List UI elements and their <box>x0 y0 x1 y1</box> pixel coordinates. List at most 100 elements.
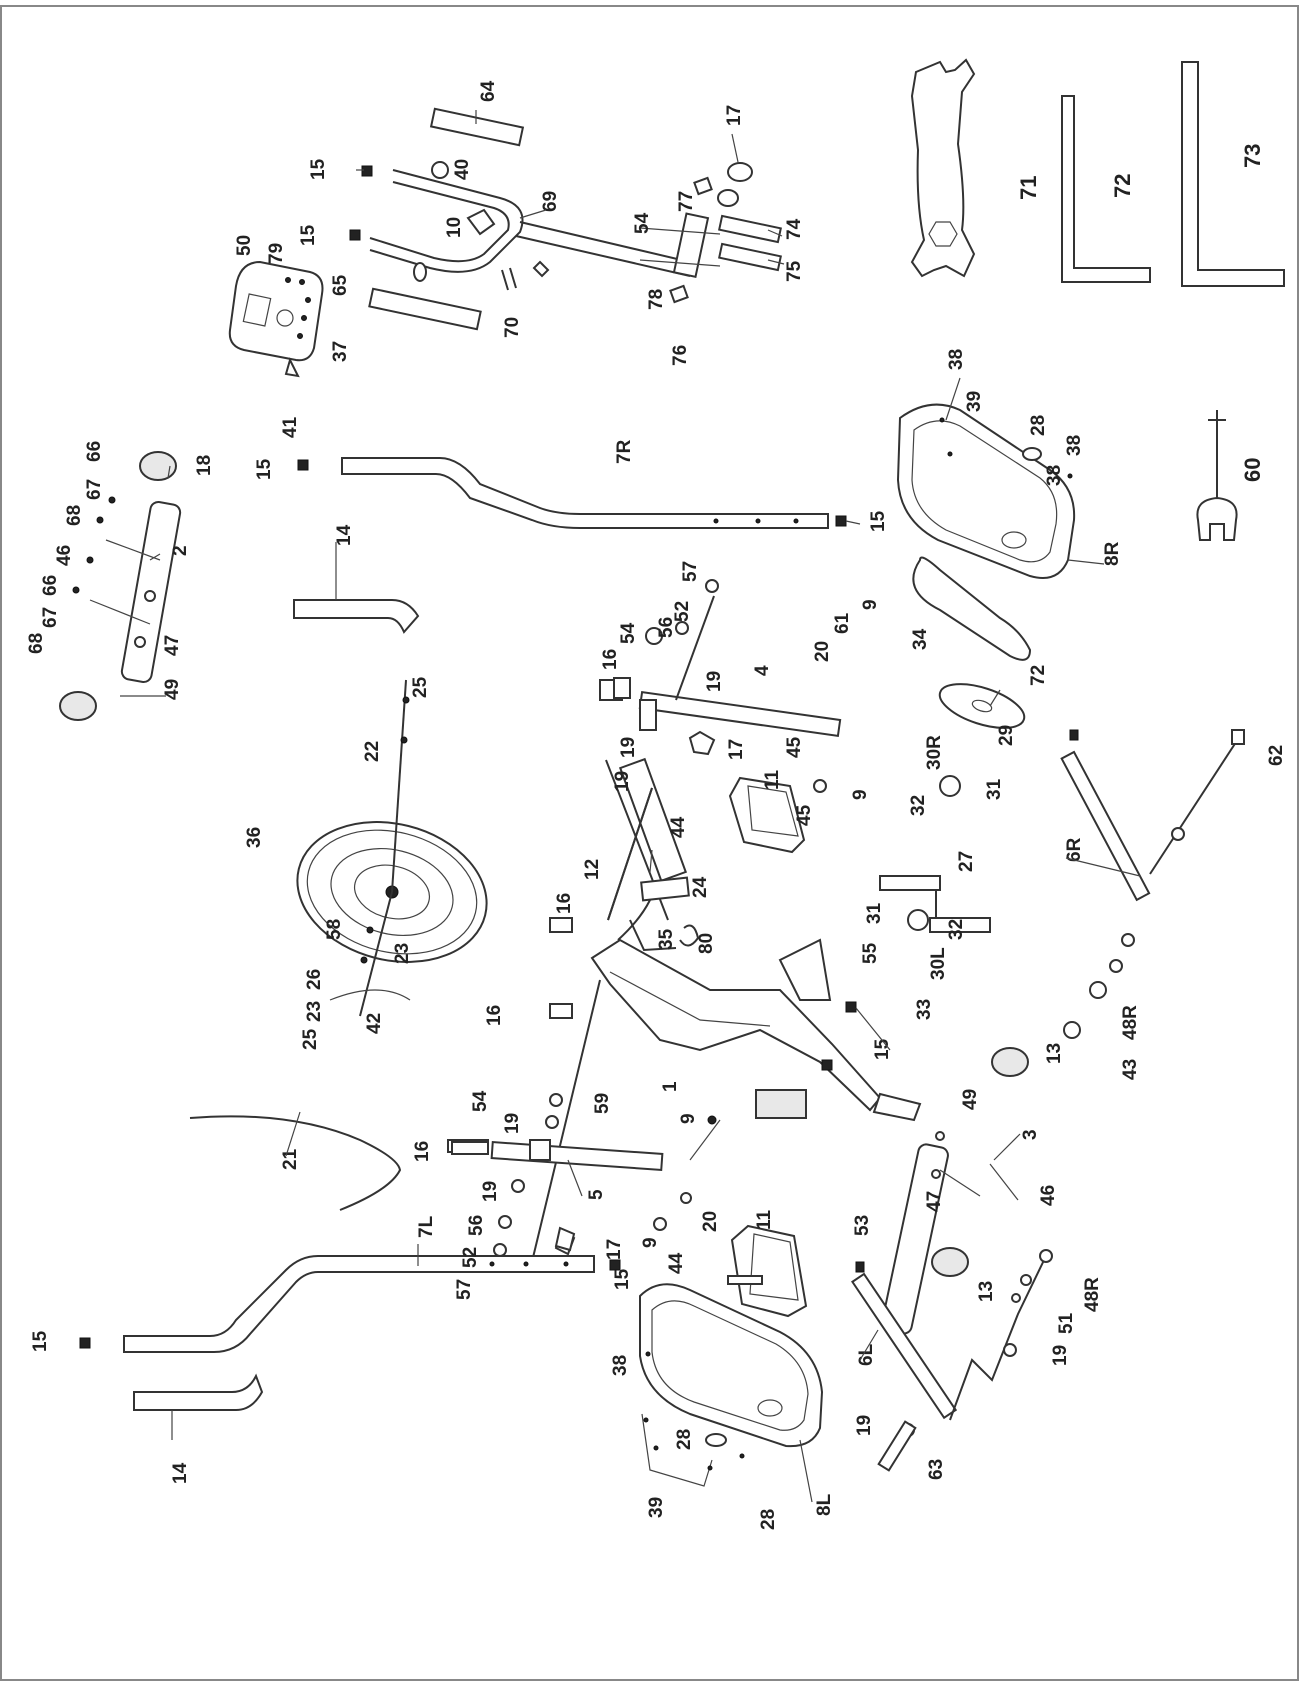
part-label: 32 <box>946 919 967 940</box>
part-label: 15 <box>872 1038 893 1060</box>
part-label: 20 <box>812 641 833 662</box>
part-label: 39 <box>646 1497 667 1518</box>
main-frame <box>529 757 922 1271</box>
part-label: 36 <box>244 827 265 848</box>
part-label: 41 <box>280 416 301 438</box>
leader-lines <box>149 110 1141 1503</box>
part-label: 16 <box>484 1005 505 1026</box>
part-label: 3 <box>1020 1129 1041 1140</box>
part-label: 55 <box>860 942 881 964</box>
grip-lower <box>133 1373 264 1411</box>
part-label: 66 <box>40 575 61 596</box>
part-label: 72 <box>1028 665 1049 686</box>
part-label: 18 <box>194 455 215 476</box>
part-label: 65 <box>330 274 351 296</box>
part-label: 45 <box>794 804 815 826</box>
part-label: 17 <box>604 1239 625 1260</box>
part-label: 27 <box>956 851 977 872</box>
crank <box>879 775 991 933</box>
part-label: 20 <box>700 1211 721 1232</box>
part-label: 37 <box>330 341 351 362</box>
part-label: 76 <box>670 345 691 366</box>
part-label: 52 <box>460 1247 481 1268</box>
part-label: 46 <box>54 545 75 566</box>
part-label: 11 <box>762 769 783 790</box>
part-label: 51 <box>1056 1312 1077 1334</box>
part-label: 16 <box>412 1141 433 1162</box>
page-border <box>0 5 1299 1681</box>
part-labels: 15 40 64 17 15 10 69 54 77 74 75 78 76 7… <box>26 80 1287 1530</box>
part-label: 75 <box>784 260 805 282</box>
part-label: 54 <box>632 212 653 234</box>
upper-link-4 <box>599 579 842 737</box>
curved-cover <box>189 1115 402 1211</box>
part-label: 8L <box>814 1493 835 1516</box>
part-label: 42 <box>364 1013 385 1034</box>
part-label: 14 <box>170 1462 191 1484</box>
part-label: 57 <box>454 1279 475 1300</box>
part-label: 9 <box>678 1113 699 1124</box>
part-label: 15 <box>30 1330 51 1352</box>
part-label: 10 <box>444 217 465 238</box>
part-label: 45 <box>784 736 805 758</box>
handlebar-assembly <box>349 107 782 331</box>
part-label: 16 <box>554 893 575 914</box>
part-label: 54 <box>470 1090 491 1112</box>
part-label: 56 <box>656 617 677 638</box>
lower-arm-left <box>851 1249 1053 1472</box>
part-label: 17 <box>724 105 745 126</box>
part-label: 6L <box>856 1343 877 1366</box>
part-label: 44 <box>668 816 689 838</box>
part-label: 79 <box>266 243 287 264</box>
part-label: 13 <box>1044 1043 1065 1064</box>
part-label: 54 <box>618 622 639 644</box>
part-label: 70 <box>502 317 523 338</box>
part-label: 25 <box>300 1028 321 1050</box>
part-label: 33 <box>914 999 935 1020</box>
part-label: 78 <box>646 289 667 310</box>
part-label: 9 <box>850 789 871 800</box>
part-label: 68 <box>26 633 47 654</box>
part-label: 4 <box>752 665 773 676</box>
hardware <box>451 677 857 1252</box>
part-label: 48R <box>1082 1277 1103 1312</box>
part-label: 8R <box>1102 541 1123 566</box>
part-label: 12 <box>582 859 603 880</box>
part-label: 43 <box>1120 1059 1141 1080</box>
part-label: 31 <box>864 902 885 924</box>
part-label: 19 <box>704 671 725 692</box>
part-label: 69 <box>540 191 561 212</box>
part-label: 23 <box>392 943 413 964</box>
part-label: 46 <box>1038 1185 1059 1206</box>
part-label: 15 <box>254 458 275 480</box>
part-label: 31 <box>984 778 1005 800</box>
tools <box>910 58 1285 541</box>
part-label: 9 <box>860 599 881 610</box>
part-label: 50 <box>234 235 255 256</box>
upper-arm-right <box>297 457 847 529</box>
part-label: 61 <box>832 612 853 634</box>
part-label: 6R <box>1064 837 1085 862</box>
part-label: 34 <box>910 628 931 650</box>
grip-upper <box>293 599 420 634</box>
part-label: 30L <box>928 947 949 980</box>
part-label: 47 <box>162 635 183 656</box>
part-label: 16 <box>600 649 621 670</box>
part-label: 9 <box>640 1237 661 1248</box>
part-label: 53 <box>852 1215 873 1236</box>
part-label: 74 <box>784 218 805 240</box>
part-label: 66 <box>84 441 105 462</box>
console-display <box>228 260 324 378</box>
part-label: 72 <box>1110 174 1135 198</box>
part-label: 60 <box>1240 458 1265 482</box>
lower-arm-right <box>1060 729 1245 999</box>
part-label: 15 <box>308 158 329 180</box>
part-label: 38 <box>946 349 967 370</box>
part-label: 73 <box>1240 144 1265 168</box>
part-label: 57 <box>680 561 701 582</box>
part-label: 58 <box>324 919 345 940</box>
part-label: 14 <box>334 524 355 546</box>
part-label: 17 <box>726 739 747 760</box>
